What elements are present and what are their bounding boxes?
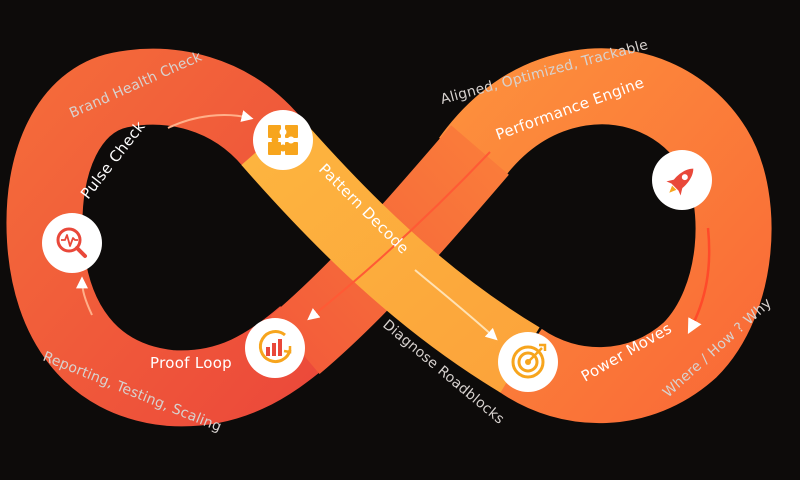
rocket-icon — [666, 168, 694, 196]
proof-loop-node[interactable] — [245, 318, 305, 378]
pulse-check-node[interactable] — [42, 213, 102, 273]
right-loop — [439, 48, 772, 424]
over-crossing-band — [241, 114, 540, 393]
flow-arrows — [76, 110, 711, 341]
arrow-proof-to-pulse — [76, 276, 93, 316]
arrow-pulse-to-puzzle — [167, 110, 254, 129]
performance-engine-node[interactable] — [652, 150, 712, 210]
arrow-engine-to-proof — [307, 151, 491, 321]
puzzle-icon — [268, 125, 298, 155]
arrow-rocket-to-target — [687, 227, 711, 334]
arrow-pattern-to-target — [414, 269, 498, 341]
growth-chart-icon — [258, 330, 292, 363]
target-icon — [511, 343, 547, 379]
power-moves-node[interactable] — [498, 332, 558, 392]
pattern-decode-node[interactable] — [253, 110, 313, 170]
magnifier-pulse-icon — [56, 227, 87, 258]
label-proof-loop: Proof Loop — [150, 354, 232, 372]
